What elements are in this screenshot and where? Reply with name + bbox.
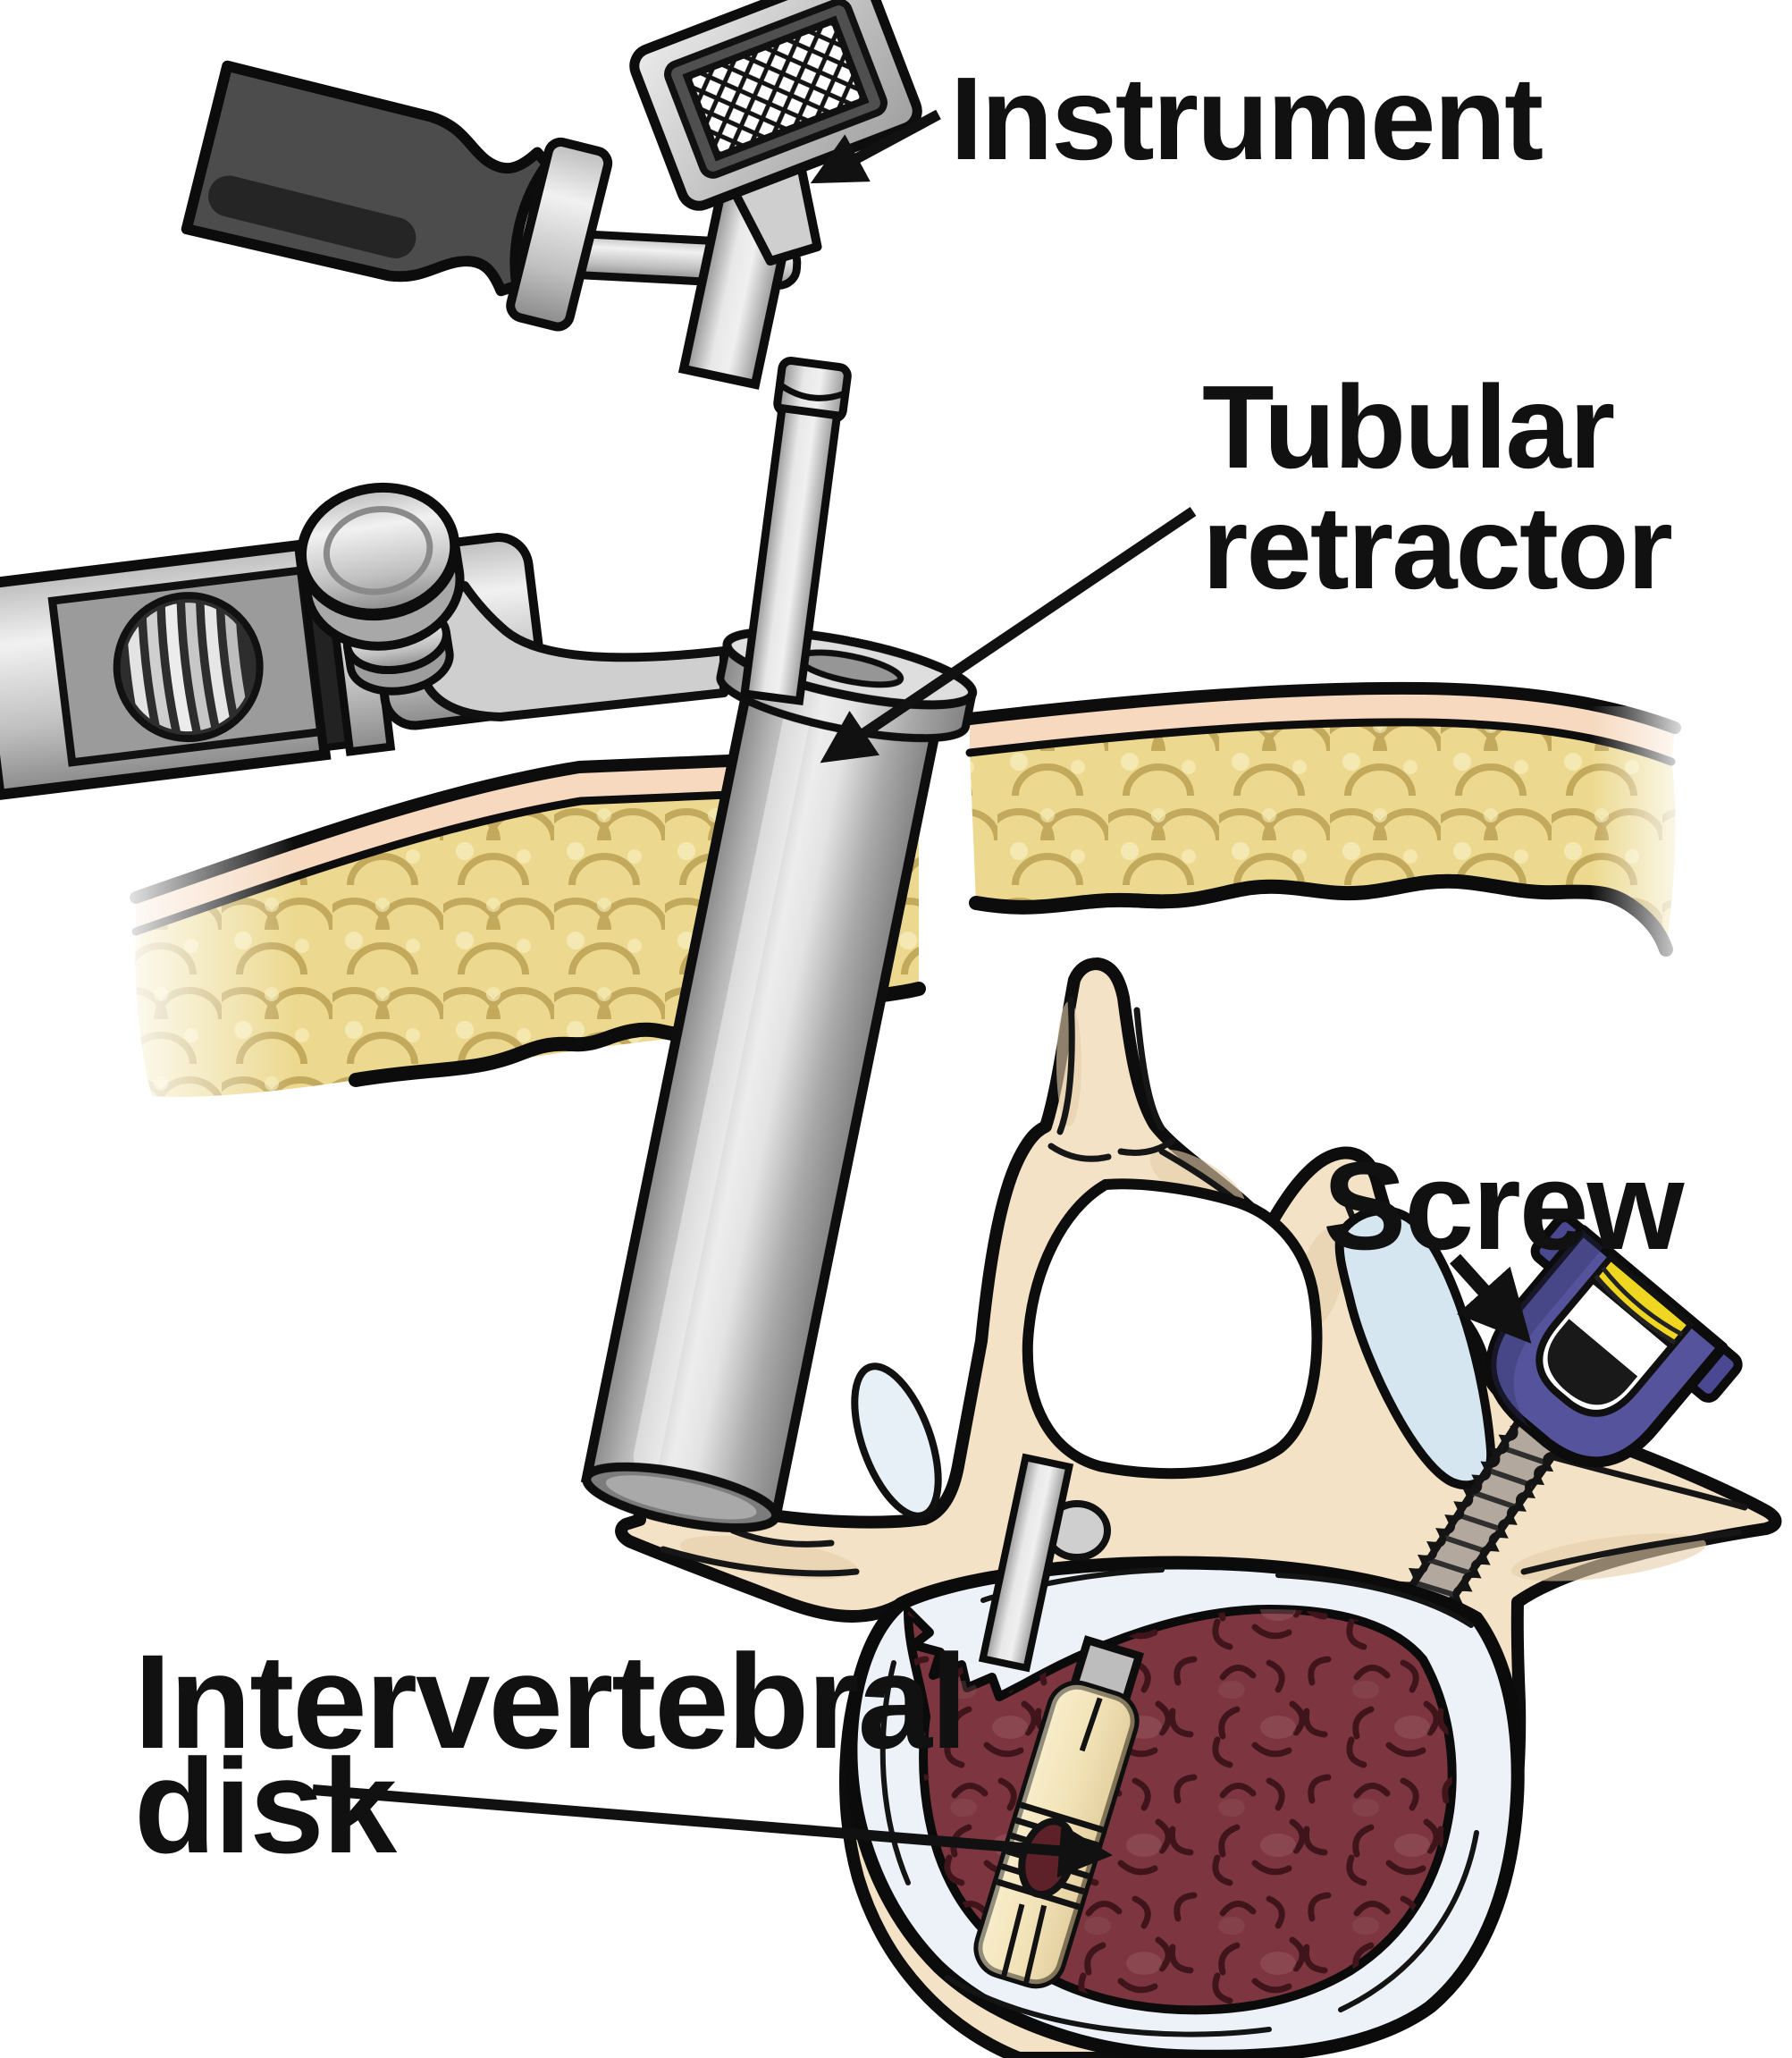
- clamp-knob-rim: [323, 505, 433, 595]
- clamp-knob: [296, 482, 465, 696]
- tube-highlight: [633, 707, 810, 1471]
- fat-texture: [970, 720, 1676, 949]
- tubular-retractor: [580, 628, 978, 1533]
- shaft-collar-line: [778, 382, 847, 401]
- instrument-shaft-lower: [739, 357, 852, 705]
- handle-groove: [208, 175, 416, 258]
- leader-line-instrument: [810, 109, 941, 184]
- label-tubular-retractor-line1: Tubular: [1202, 361, 1614, 493]
- label-tubular-retractor-line2: retractor: [1202, 482, 1672, 613]
- screw-head-seat: [1547, 1319, 1638, 1405]
- instrument-shaft-distal: [978, 1453, 1074, 1673]
- leader-line-tubular-retractor: [820, 507, 1197, 763]
- screw-thread-ridges: [1399, 1445, 1549, 1620]
- fat-right-fade: [1591, 706, 1698, 974]
- instrument-head-mesh: [682, 15, 870, 162]
- leader-line-screw: [1450, 1253, 1532, 1344]
- screw-thread-edge-bottom: [1386, 1423, 1519, 1615]
- instrument-handle: [181, 60, 613, 332]
- screw-head-band-hatch: [1594, 1266, 1684, 1345]
- label-disk-line2: disk: [134, 1731, 398, 1881]
- handle-ferrule: [506, 137, 613, 332]
- handle-body: [181, 60, 553, 297]
- label-screw: Screw: [1323, 1135, 1686, 1276]
- leader-line-disk: [312, 1784, 1113, 1878]
- clamp-bracket: [389, 581, 728, 721]
- tube-opening-inner: [605, 1475, 757, 1520]
- label-disk-line1: Intervertebral: [134, 1626, 966, 1776]
- cage-divider-lines: [1001, 1697, 1103, 1984]
- skin-fat-layer-right: [963, 681, 1698, 974]
- labels: Instrument Tubular retractor Screw Inter…: [134, 53, 1687, 1881]
- facet-cartilage-left: [851, 1362, 942, 1520]
- retractor-clamp-arm: [0, 482, 728, 801]
- screw-head-shade: [1491, 1229, 1603, 1430]
- fat-left-fade: [107, 840, 295, 1135]
- screw-head: [1485, 1213, 1743, 1468]
- spinal-canal: [1022, 1178, 1323, 1480]
- label-instrument: Instrument: [950, 53, 1543, 184]
